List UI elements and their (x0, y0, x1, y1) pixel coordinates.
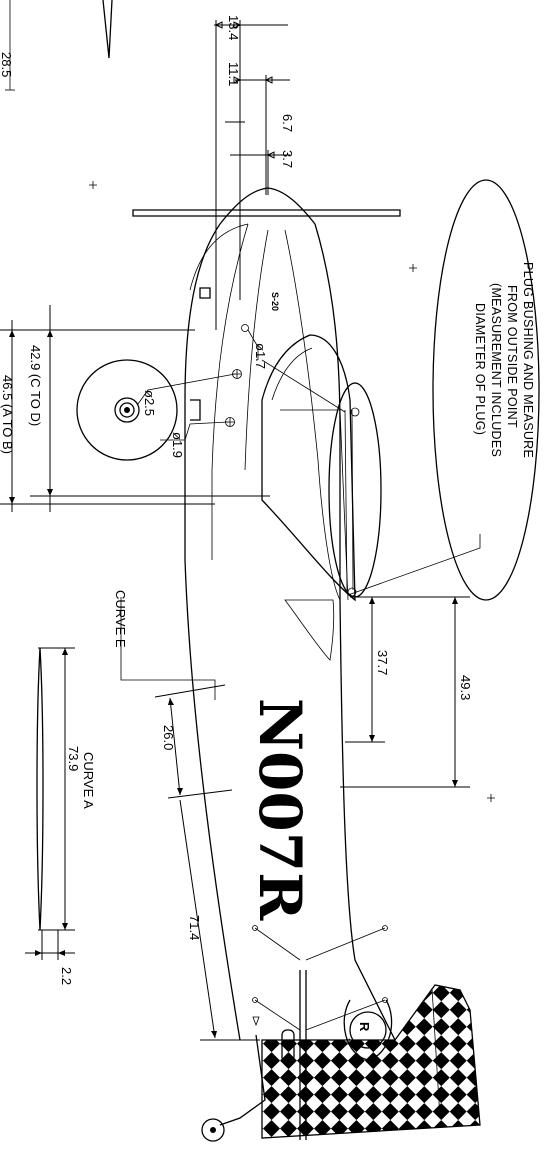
registration-text: N007R (246, 698, 314, 921)
dim-26-0: 26.0 (161, 725, 176, 750)
logo-letter: R (357, 1022, 372, 1032)
note-line-2: FROM OUTSIDE POINT (505, 285, 519, 428)
dim-c-to-d: 42.9 (C TO D) (28, 345, 43, 426)
curve-e-label: CURVE E (113, 590, 128, 648)
dim-71-4: 71.4 (187, 915, 202, 940)
dim-37-7: 37.7 (375, 650, 390, 675)
curve-a: CURVE A 73.9 2.2 (25, 647, 96, 985)
curve-a-label: CURVE A (81, 752, 96, 809)
dim-49-3: 49.3 (458, 675, 473, 700)
edge-fragment: 28.5 (0, 0, 113, 91)
right-dimensions: 37.7 49.3 (340, 596, 473, 788)
dim-73-9: 73.9 (66, 746, 81, 771)
left-dimensions: 42.9 (C TO D) 46.5 (A TO B) (0, 305, 270, 512)
edge-fragment-label: 28.5 (0, 52, 14, 77)
note-bubble: PLUG BUSHING AND MEASURE FROM OUTSIDE PO… (347, 179, 540, 601)
tail: R TM (201, 925, 481, 1142)
dia-1-7: ø1.7 (253, 343, 268, 369)
lower-dimensions: CURVE E 26.0 71.4 (113, 590, 260, 1041)
note-line-1: PLUG BUSHING AND MEASURE (521, 262, 535, 458)
dia-1-9: ø1.9 (170, 432, 185, 458)
top-dimensions: 13.4 11.1 6.7 3.7 (214, 15, 295, 330)
dim-6-7: 6.7 (280, 114, 295, 132)
note-line-3: (MEASUREMENT INCLUDES (489, 283, 503, 457)
logo-tm: TM (344, 1038, 350, 1045)
wheel-detail: ø2.5 ø1.9 ø1.7 (76, 329, 268, 461)
crosshair-marks (89, 181, 495, 802)
fuselage (184, 223, 396, 1041)
dia-2-5: ø2.5 (142, 390, 157, 416)
note-line-4: DIAMETER OF PLUG) (473, 303, 487, 435)
dim-2-2: 2.2 (59, 967, 74, 985)
dim-a-to-b: 46.5 (A TO B) (0, 375, 15, 454)
model-label: S-20 (270, 292, 280, 311)
propeller (132, 187, 401, 225)
dim-11-1: 11.1 (226, 62, 241, 86)
dim-3-7: 3.7 (280, 150, 295, 168)
dim-13-4: 13.4 (226, 15, 241, 40)
